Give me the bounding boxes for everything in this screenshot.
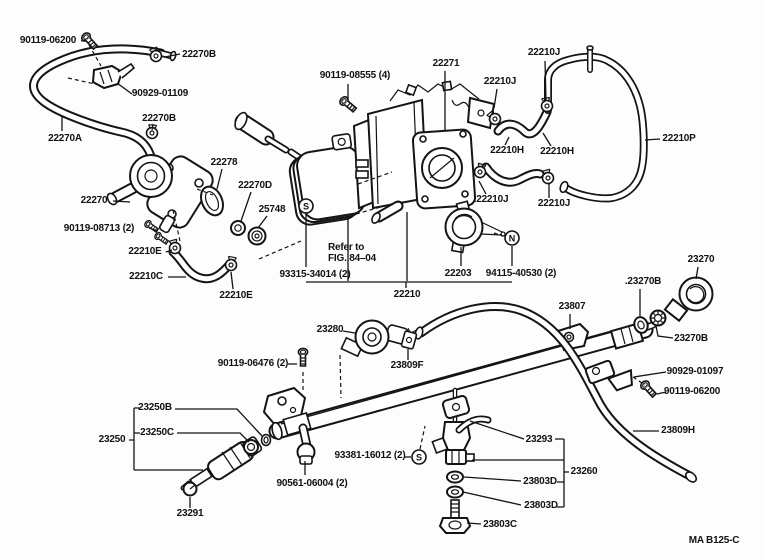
svg-text:N: N xyxy=(509,234,516,244)
assembly-dash xyxy=(339,354,342,399)
vacuum-valve-cylinder xyxy=(234,111,307,164)
connector-symbol-S2: S xyxy=(411,449,427,465)
washer-23270B-lock xyxy=(649,309,667,327)
hose-22210H-lower xyxy=(481,162,545,187)
hose-22210H-upper xyxy=(493,107,552,139)
bolt-90119-06200-bottom xyxy=(638,378,659,400)
pipe-22210P xyxy=(544,45,648,203)
clamp-22210E-right xyxy=(223,255,239,273)
clamp-22210J-d xyxy=(539,168,556,186)
washer-23803D-1 xyxy=(446,470,464,484)
grommet-22270D xyxy=(230,220,246,236)
clamp-22210J-c xyxy=(472,162,489,180)
assembly-bracket-23250 xyxy=(129,407,203,471)
gasket-22278 xyxy=(200,185,224,217)
connector-symbol-N: N xyxy=(504,230,520,246)
dashpot-22203 xyxy=(444,200,506,254)
washer-23270B-plain xyxy=(633,316,649,334)
cold-start-injector-23280 xyxy=(340,319,409,358)
air-hose-22270A xyxy=(29,44,177,165)
assembly-dash xyxy=(67,77,96,85)
air-valve-22270 xyxy=(106,154,214,234)
bolt-90119-06476 xyxy=(297,347,309,367)
return-pipe-23809H xyxy=(414,302,698,483)
pulsation-damper-23270 xyxy=(663,276,714,323)
connector-symbol-S1: S xyxy=(298,198,314,214)
insulator-90561-06004 xyxy=(296,442,316,465)
fuel-rail-23807 xyxy=(268,321,657,451)
clamp-23809F xyxy=(400,328,418,350)
cap-25748 xyxy=(247,226,267,246)
assembly-dash xyxy=(419,425,426,450)
bolt-23803C xyxy=(438,499,472,534)
svg-text:S: S xyxy=(416,453,422,463)
pressure-regulator-23260 xyxy=(431,387,492,465)
grommet-23250C xyxy=(243,439,259,455)
bolt-90119-08713-b xyxy=(152,230,170,247)
hose-22210C xyxy=(168,247,235,284)
assembly-dash xyxy=(355,200,403,215)
assembly-bracket-22210 xyxy=(305,212,513,288)
assembly-dash xyxy=(172,209,181,242)
o-ring-23291 xyxy=(182,481,198,497)
washer-23803D-2 xyxy=(446,485,464,499)
svg-text:S: S xyxy=(303,202,309,212)
assembly-dash xyxy=(493,232,504,237)
assembly-bracket-23260 xyxy=(472,438,569,508)
throttle-body-22271 xyxy=(352,80,496,224)
leader-lines xyxy=(61,39,699,525)
assembly-dash xyxy=(632,376,646,386)
assembly-dash xyxy=(357,171,393,185)
o-ring-23250B xyxy=(260,433,272,447)
hose-clip-90929-01109 xyxy=(91,62,136,90)
assembly-dash xyxy=(258,240,302,260)
assembly-dash xyxy=(196,188,214,196)
union-90929-01097 xyxy=(584,359,633,392)
